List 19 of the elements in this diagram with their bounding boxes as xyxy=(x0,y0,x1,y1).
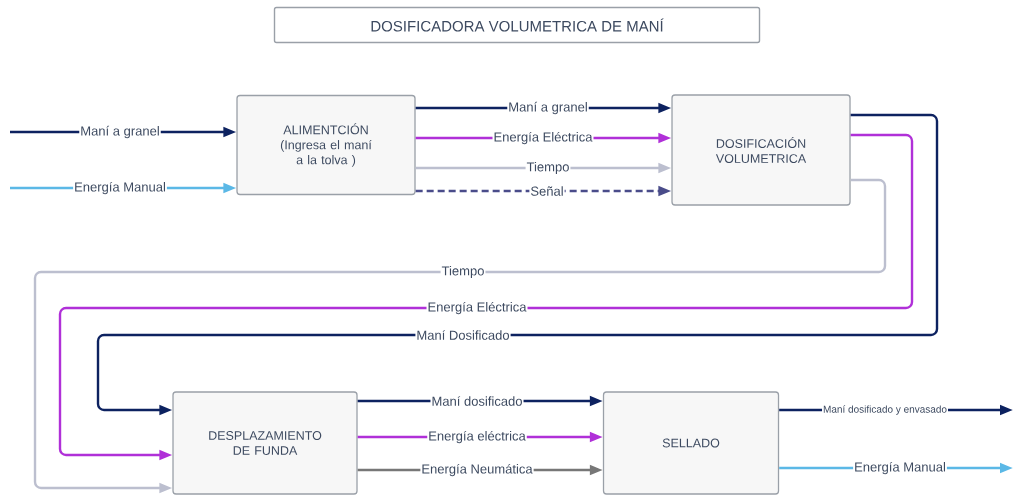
process-box: SELLADO xyxy=(602,391,780,495)
edge-label: Energía Manual xyxy=(853,460,947,476)
edge-label: Maní a granel xyxy=(507,100,589,116)
edge-label: Maní a granel xyxy=(79,124,161,140)
process-box: DESPLAZAMIENTO DE FUNDA xyxy=(172,391,358,495)
edge-label: Tiempo xyxy=(440,264,486,280)
process-box: ALIMENTCIÓN (Ingresa el maní a la tolva ) xyxy=(236,94,416,196)
edge-label: Maní dosificado y envasado xyxy=(822,404,948,416)
edge-label: Energía Manual xyxy=(73,180,167,196)
title-box: DOSIFICADORA VOLUMETRICA DE MANÍ xyxy=(273,6,761,44)
edge-label: Energía Eléctrica xyxy=(492,130,594,146)
edge-label: Maní Dosificado xyxy=(415,329,511,341)
edge-label: Maní dosificado xyxy=(430,395,524,407)
edge-label: Energía eléctrica xyxy=(427,429,527,445)
process-box: DOSIFICACIÓN VOLUMETRICA xyxy=(671,94,851,206)
edge-label: Tiempo xyxy=(525,160,571,176)
edge-label: Señal xyxy=(529,185,565,197)
edge-label: Energía Neumática xyxy=(420,462,534,478)
edge-label: Energía Eléctrica xyxy=(426,300,528,316)
